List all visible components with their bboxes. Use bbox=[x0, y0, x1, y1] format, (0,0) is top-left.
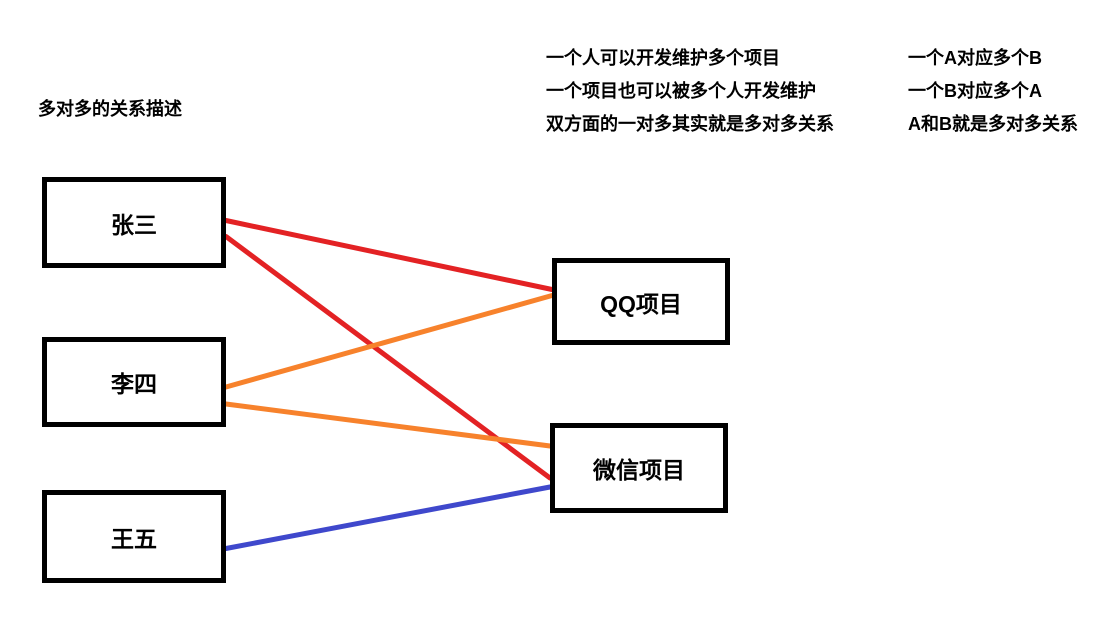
notes-right: 一个A对应多个B 一个B对应多个A A和B就是多对多关系 bbox=[908, 42, 1078, 141]
entity-box-qq: QQ项目 bbox=[552, 258, 730, 345]
entity-box-wangwu: 王五 bbox=[42, 490, 226, 583]
entity-box-weixin: 微信项目 bbox=[550, 423, 728, 513]
entity-box-lisi: 李四 bbox=[42, 337, 226, 427]
entity-label-lisi: 李四 bbox=[111, 371, 157, 397]
note-line: 双方面的一对多其实就是多对多关系 bbox=[546, 114, 834, 134]
entity-label-zhangsan: 张三 bbox=[111, 211, 157, 238]
connection-zhangsan-weixin bbox=[223, 234, 553, 481]
note-line: 一个A对应多个B bbox=[908, 48, 1042, 68]
note-line: 一个人可以开发维护多个项目 bbox=[546, 48, 780, 68]
diagram-title: 多对多的关系描述 bbox=[38, 99, 182, 119]
entity-box-zhangsan: 张三 bbox=[42, 177, 226, 268]
connection-wangwu-weixin bbox=[223, 484, 553, 551]
note-line: 一个项目也可以被多个人开发维护 bbox=[546, 81, 816, 101]
connection-lisi-weixin bbox=[223, 401, 553, 449]
connection-zhangsan-qq bbox=[223, 218, 555, 292]
entity-label-weixin: 微信项目 bbox=[593, 457, 685, 483]
note-line: A和B就是多对多关系 bbox=[908, 114, 1078, 134]
notes-middle: 一个人可以开发维护多个项目 一个项目也可以被多个人开发维护 双方面的一对多其实就… bbox=[546, 42, 834, 141]
entity-label-wangwu: 王五 bbox=[111, 525, 157, 552]
note-line: 一个B对应多个A bbox=[908, 81, 1042, 101]
entity-label-qq: QQ项目 bbox=[600, 290, 682, 317]
connection-lisi-qq bbox=[223, 293, 555, 390]
